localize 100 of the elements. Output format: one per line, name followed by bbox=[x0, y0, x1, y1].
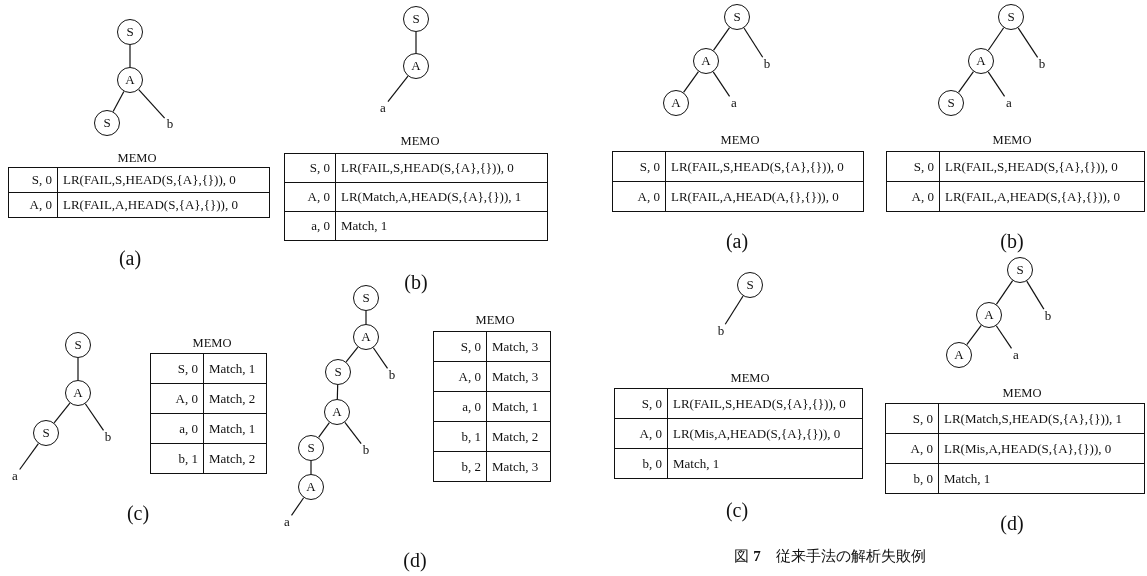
terminal-symbol: b bbox=[388, 368, 396, 382]
nonterminal-node: S bbox=[998, 4, 1024, 30]
nonterminal-node: S bbox=[33, 420, 59, 446]
tree-branch bbox=[1017, 27, 1039, 58]
terminal-symbol: a bbox=[12, 469, 18, 483]
tree-branch bbox=[712, 71, 731, 97]
memo-value: LR(FAIL,A,HEAD(S,{A},{})), 0 bbox=[939, 181, 1145, 212]
memo-value: Match, 1 bbox=[938, 463, 1145, 494]
tree-branch bbox=[415, 31, 417, 54]
nonterminal-node: A bbox=[298, 474, 324, 500]
memo-value: LR(FAIL,A,HEAD(A,{},{})), 0 bbox=[665, 181, 864, 212]
table-title: MEMO bbox=[992, 132, 1032, 148]
nonterminal-node: A bbox=[663, 90, 689, 116]
memo-value: LR(Mis,A,HEAD(S,{A},{})), 0 bbox=[667, 418, 863, 449]
nonterminal-node: A bbox=[353, 324, 379, 350]
nonterminal-node: S bbox=[325, 359, 351, 385]
table-title: MEMO bbox=[117, 150, 157, 166]
memo-value: LR(FAIL,S,HEAD(S,{A},{})), 0 bbox=[57, 167, 270, 193]
memo-key: A, 0 bbox=[612, 181, 666, 212]
tree-branch bbox=[682, 71, 700, 93]
memo-value: LR(FAIL,S,HEAD(S,{A},{})), 0 bbox=[665, 151, 864, 182]
tree-branch bbox=[995, 280, 1014, 305]
nonterminal-node: S bbox=[353, 285, 379, 311]
memo-key: S, 0 bbox=[8, 167, 58, 193]
memo-key: b, 1 bbox=[433, 421, 487, 452]
memo-value: Match, 3 bbox=[486, 361, 551, 392]
tree-branch bbox=[966, 324, 982, 346]
tree-branch bbox=[318, 421, 330, 439]
nonterminal-node: S bbox=[298, 435, 324, 461]
terminal-symbol: b bbox=[104, 430, 112, 444]
memo-key: S, 0 bbox=[150, 353, 204, 384]
subfigure-label: (d) bbox=[403, 548, 427, 572]
memo-key: A, 0 bbox=[886, 181, 940, 212]
memo-value: LR(FAIL,A,HEAD(S,{A},{})), 0 bbox=[57, 192, 270, 218]
memo-value: LR(FAIL,S,HEAD(S,{A},{})), 0 bbox=[939, 151, 1145, 182]
memo-value: Match, 1 bbox=[203, 413, 267, 444]
memo-value: Match, 1 bbox=[486, 391, 551, 422]
memo-key: A, 0 bbox=[8, 192, 58, 218]
memo-value: Match, 2 bbox=[203, 383, 267, 414]
memo-key: a, 0 bbox=[433, 391, 487, 422]
terminal-symbol: b bbox=[1038, 57, 1046, 71]
tree-branch bbox=[84, 403, 105, 431]
memo-key: S, 0 bbox=[284, 153, 336, 183]
memo-key: b, 1 bbox=[150, 443, 204, 474]
tree-branch bbox=[743, 27, 764, 58]
terminal-symbol: b bbox=[763, 57, 771, 71]
tree-branch bbox=[53, 402, 71, 424]
subfigure-label: (d) bbox=[1000, 511, 1024, 535]
nonterminal-node: A bbox=[117, 67, 143, 93]
table-title: MEMO bbox=[475, 312, 515, 328]
table-title: MEMO bbox=[400, 133, 440, 149]
terminal-symbol: b bbox=[717, 324, 725, 338]
memo-key: A, 0 bbox=[885, 433, 939, 464]
tree-branch bbox=[987, 27, 1005, 51]
nonterminal-node: S bbox=[938, 90, 964, 116]
tree-branch bbox=[129, 44, 131, 68]
memo-value: Match, 1 bbox=[203, 353, 267, 384]
memo-key: a, 0 bbox=[284, 211, 336, 241]
subfigure-label: (c) bbox=[725, 498, 749, 522]
memo-key: S, 0 bbox=[885, 403, 939, 434]
tree-branch bbox=[365, 310, 367, 325]
tree-branch bbox=[995, 325, 1013, 349]
terminal-symbol: b bbox=[166, 117, 174, 131]
memo-value: Match, 2 bbox=[203, 443, 267, 474]
nonterminal-node: S bbox=[1007, 257, 1033, 283]
figure-caption: 図 7 従来手法の解析失敗例 bbox=[734, 546, 926, 566]
tree-branch bbox=[138, 89, 166, 119]
tree-branch bbox=[712, 27, 731, 51]
memo-value: Match, 2 bbox=[486, 421, 551, 452]
nonterminal-node: S bbox=[403, 6, 429, 32]
nonterminal-node: A bbox=[976, 302, 1002, 328]
tree-branch bbox=[957, 71, 975, 93]
terminal-symbol: b bbox=[1044, 309, 1052, 323]
memo-value: Match, 3 bbox=[486, 331, 551, 362]
memo-value: LR(Match,A,HEAD(S,{A},{})), 1 bbox=[335, 182, 548, 212]
tree-branch bbox=[112, 90, 125, 113]
tree-branch bbox=[19, 442, 39, 471]
table-title: MEMO bbox=[730, 370, 770, 386]
tree-branch bbox=[372, 347, 389, 369]
memo-value: Match, 1 bbox=[667, 448, 863, 479]
table-title: MEMO bbox=[720, 132, 760, 148]
tree-branch bbox=[290, 497, 305, 516]
nonterminal-node: A bbox=[65, 380, 91, 406]
nonterminal-node: A bbox=[693, 48, 719, 74]
memo-key: S, 0 bbox=[886, 151, 940, 182]
memo-key: A, 0 bbox=[433, 361, 487, 392]
terminal-symbol: a bbox=[1013, 348, 1019, 362]
memo-value: Match, 3 bbox=[486, 451, 551, 482]
nonterminal-node: A bbox=[403, 53, 429, 79]
subfigure-label: (b) bbox=[404, 270, 428, 294]
terminal-symbol: a bbox=[1006, 96, 1012, 110]
memo-key: A, 0 bbox=[614, 418, 668, 449]
tree-branch bbox=[987, 71, 1006, 97]
tree-branch bbox=[77, 357, 79, 381]
nonterminal-node: A bbox=[968, 48, 994, 74]
nonterminal-node: A bbox=[946, 342, 972, 368]
nonterminal-node: S bbox=[724, 4, 750, 30]
memo-key: S, 0 bbox=[614, 388, 668, 419]
memo-value: Match, 1 bbox=[335, 211, 548, 241]
terminal-symbol: a bbox=[731, 96, 737, 110]
